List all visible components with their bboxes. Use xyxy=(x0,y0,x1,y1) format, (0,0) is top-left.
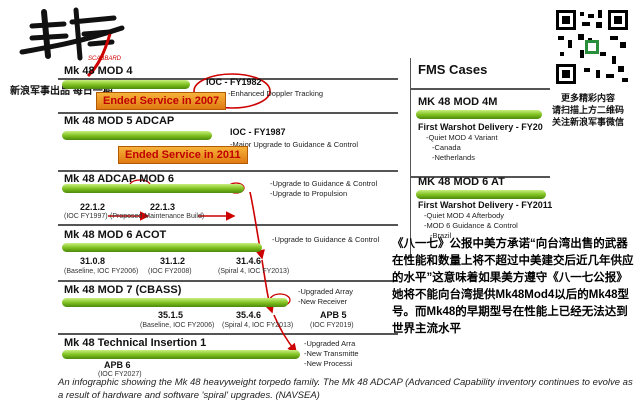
row-mk48-mod4-ioc: IOC - FY1982 xyxy=(206,77,262,87)
cap-ioc-fy2019: (IOC FY2019) xyxy=(310,322,354,329)
cap-baseline-ioc-fy2006-b: (Baseline, IOC FY2006) xyxy=(140,322,215,329)
fms-heading: FMS Cases xyxy=(418,62,488,77)
torpedo-fms-mod6at xyxy=(416,190,546,199)
row-mod6-acot-note-1: -Upgrade to Guidance & Control xyxy=(272,235,380,244)
ver-22-1-3: 22.1.3 xyxy=(150,202,176,212)
chinese-commentary: 《八一七》公报中美方承诺“向台湾出售的武器在性能和数量上将不超过中美建交后近几年… xyxy=(392,238,634,335)
ended-service-2011: Ended Service in 2011 xyxy=(118,146,248,164)
fms-mod6at-line-3: -Brazil xyxy=(430,231,452,240)
row-ti1-note-2: -New Transmitte xyxy=(304,349,359,358)
fms-rule-1 xyxy=(410,88,550,90)
fms-mod4m-line-1: -Quiet MOD 4 Variant xyxy=(426,133,498,142)
row-mk48-mod6-acot-title: Mk 48 MOD 6 ACOT xyxy=(64,229,167,241)
cap-spiral4-ioc-fy2013-a: (Spiral 4, IOC FY2013) xyxy=(218,268,290,275)
logo: SCABBARD xyxy=(14,4,132,78)
divider-1 xyxy=(58,78,398,80)
qr-note-line-3: 关注新浪军事微信 xyxy=(551,117,624,127)
torpedo-ti1 xyxy=(62,350,300,359)
divider-2 xyxy=(58,112,398,114)
cap-ioc-fy1997: (IOC FY1997) xyxy=(64,213,108,220)
image-caption: An infographic showing the Mk 48 heavywe… xyxy=(58,377,633,401)
cap-ioc-fy2008: (IOC FY2008) xyxy=(148,268,192,275)
divider-6 xyxy=(58,333,398,335)
fms-mod4m-delivery: First Warshot Delivery - FY20 xyxy=(418,122,543,132)
row-mk48-ti1-title: Mk 48 Technical Insertion 1 xyxy=(64,337,207,349)
ver-apb-5: APB 5 xyxy=(320,310,347,320)
torpedo-mod6-acot xyxy=(62,243,262,252)
ver-35-1-5: 35.1.5 xyxy=(158,310,184,320)
ended-service-2007: Ended Service in 2007 xyxy=(96,92,227,110)
qr-note-line-1: 更多精彩内容 xyxy=(560,93,615,103)
row-mk48-mod7-title: Mk 48 MOD 7 (CBASS) xyxy=(64,284,182,296)
torpedo-fms-mod4m xyxy=(416,110,542,119)
ver-31-1-2: 31.1.2 xyxy=(160,256,186,266)
ver-22-1-2: 22.1.2 xyxy=(80,202,106,212)
logo-brush-mark xyxy=(19,7,125,78)
qr-note-line-2: 请扫描上方二维码 xyxy=(551,105,624,115)
ver-31-4-6: 31.4.6 xyxy=(236,256,262,266)
divider-5 xyxy=(58,280,398,282)
qr-code[interactable] xyxy=(554,8,630,86)
torpedo-mod4 xyxy=(62,80,190,89)
progression-arrows xyxy=(108,73,297,354)
torpedo-adcap-mod6 xyxy=(62,184,244,193)
cap-spiral4-ioc-fy2013-b: (Spiral 4, IOC FY2013) xyxy=(222,322,294,329)
fms-mod6at-title: MK 48 MOD 6 AT xyxy=(418,176,505,188)
fms-mod4m-title: MK 48 MOD 4M xyxy=(418,96,498,108)
cap-baseline-ioc-fy2006-a: (Baseline, IOC FY2006) xyxy=(64,268,139,275)
fms-mod4m-line-3: -Netherlands xyxy=(432,153,475,162)
row-mk48-mod4-title: Mk 48 MOD 4 xyxy=(64,65,133,77)
fms-mod6at-line-2: -MOD 6 Guidance & Control xyxy=(424,221,518,230)
row-ti1-note-3: -New Processi xyxy=(304,359,353,368)
qr-note: 更多精彩内容 请扫描上方二维码 关注新浪军事微信 xyxy=(536,92,640,128)
logo-scabbard: SCABBARD xyxy=(88,56,122,62)
row-mk48-mod4-note: -Enhanced Doppler Tracking xyxy=(228,89,324,98)
fms-divider xyxy=(410,58,411,258)
row-mod7-note-2: -New Receiver xyxy=(298,297,348,306)
row-adcap-mod6-note-1: -Upgrade to Guidance & Control xyxy=(270,179,378,188)
fms-mod6at-delivery: First Warshot Delivery - FY2011 xyxy=(418,200,553,210)
row-mk48-mod5-title: Mk 48 MOD 5 ADCAP xyxy=(64,115,175,127)
fms-mod4m-line-2: -Canada xyxy=(432,143,461,152)
ver-31-0-8: 31.0.8 xyxy=(80,256,106,266)
ver-35-4-6: 35.4.6 xyxy=(236,310,262,320)
row-mk48-mod5-ioc: IOC - FY1987 xyxy=(230,127,286,137)
torpedo-mod7 xyxy=(62,298,288,307)
qr-code-icon xyxy=(554,8,630,86)
source-label: 新浪军事出品 每日一期 xyxy=(10,86,113,97)
ver-apb-6: APB 6 xyxy=(104,360,131,370)
row-mod7-note-1: -Upgraded Array xyxy=(298,287,354,296)
cap-ioc-fy2027: (IOC FY2027) xyxy=(98,371,142,378)
row-mk48-mod5-note: -Major Upgrade to Guidance & Control xyxy=(230,140,358,149)
torpedo-mod5 xyxy=(62,131,212,140)
fms-mod6at-line-1: -Quiet MOD 4 Afterbody xyxy=(424,211,505,220)
row-adcap-mod6-note-2: -Upgrade to Propulsion xyxy=(270,189,348,198)
fms-rule-2 xyxy=(410,176,550,178)
divider-4 xyxy=(58,224,398,226)
row-mk48-adcap-mod6-title: Mk 48 ADCAP MOD 6 xyxy=(64,173,175,185)
divider-3 xyxy=(58,170,398,172)
row-ti1-note-1: -Upgraded Arra xyxy=(304,339,356,348)
cap-proposed-maintenance: (Proposed Maintenance Build) xyxy=(110,213,205,220)
